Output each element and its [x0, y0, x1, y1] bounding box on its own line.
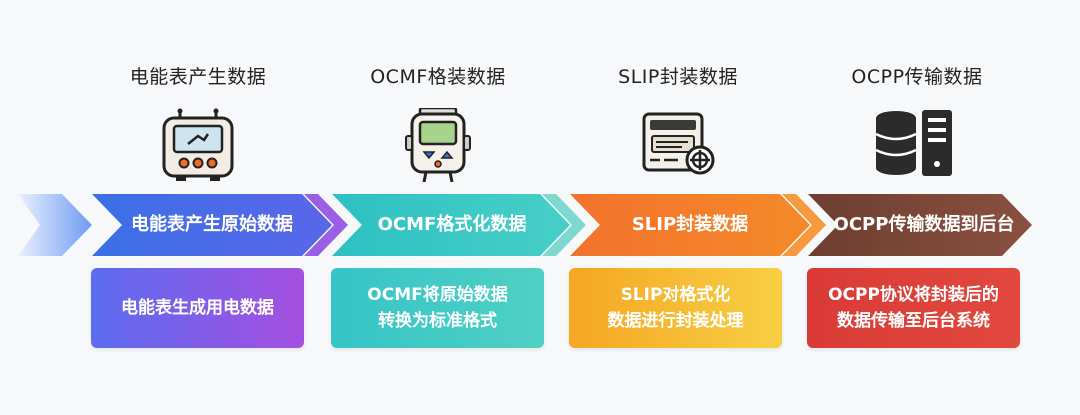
step-1-title: 电能表产生数据: [129, 66, 267, 88]
step-2-description: OCMF将原始数据 转换为标准格式: [367, 285, 508, 331]
step-3-description: SLIP对格式化 数据进行封装处理: [607, 285, 744, 331]
server-database-icon: [875, 110, 952, 176]
document-settings-icon: [642, 112, 715, 175]
step-3-description-card: SLIP对格式化 数据进行封装处理: [569, 268, 782, 348]
step-4-description: OCPP协议将封装后的 数据传输至后台系统: [828, 285, 999, 331]
step-1-description-card: 电能表生成用电数据: [91, 268, 304, 348]
arrow-step-3-label: SLIP封装数据: [631, 214, 749, 235]
lead-in-arrow: [18, 194, 92, 256]
handheld-device-icon: [405, 108, 471, 182]
meter-icon: [162, 108, 234, 181]
arrow-step-1: [92, 194, 332, 256]
arrow-connector-2: [542, 194, 586, 256]
arrow-step-3: [570, 194, 810, 256]
step-3-title: SLIP封装数据: [618, 66, 738, 88]
arrow-step-2: [332, 194, 570, 256]
arrow-step-1-label: 电能表产生原始数据: [131, 214, 293, 235]
arrow-connector-1: [304, 194, 348, 256]
step-2-title: OCMF格装数据: [370, 66, 506, 88]
arrow-step-4: [808, 194, 1032, 256]
arrow-connector-3: [782, 194, 826, 256]
step-2-description-card: OCMF将原始数据 转换为标准格式: [331, 268, 544, 348]
arrow-step-4-label: OCPP传输数据到后台: [833, 214, 1015, 235]
arrow-step-2-label: OCMF格式化数据: [377, 214, 527, 235]
process-arrow-row: [18, 194, 1032, 256]
step-1-description: 电能表生成用电数据: [121, 298, 274, 318]
step-4-description-card: OCPP协议将封装后的 数据传输至后台系统: [807, 268, 1020, 348]
step-4-title: OCPP传输数据: [851, 66, 983, 88]
